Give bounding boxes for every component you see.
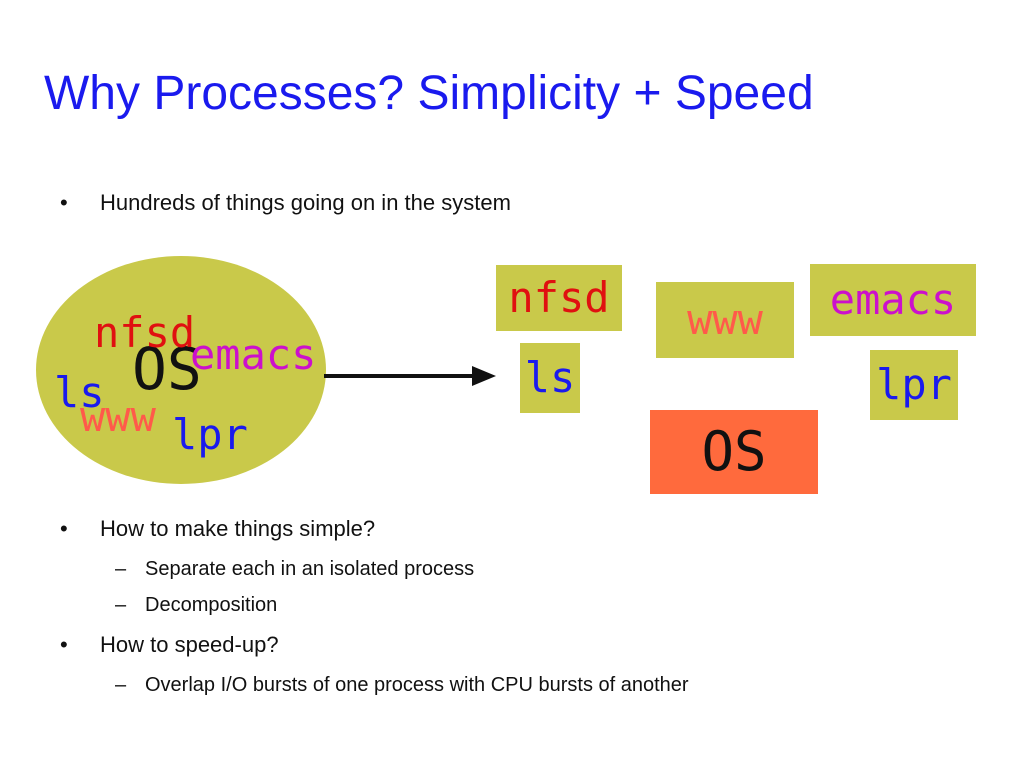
blob-os-label: OS xyxy=(132,335,202,403)
bullet-3-text: How to speed-up? xyxy=(100,632,279,657)
blob-ls-label: ls xyxy=(54,368,105,417)
blob-nfsd-label: nfsd xyxy=(94,308,196,357)
sub-bullet-3-1-text: Overlap I/O bursts of one process with C… xyxy=(145,674,689,696)
os-box: OS xyxy=(650,410,818,494)
bullet-marker: • xyxy=(60,632,68,657)
sub-bullet-2-2-text: Decomposition xyxy=(145,594,278,616)
blob-lpr-label: lpr xyxy=(172,410,248,459)
sub-bullet-marker: – xyxy=(115,594,127,616)
emacs-box: emacs xyxy=(810,264,976,336)
bullet-marker: • xyxy=(60,516,68,541)
blob-www-label: www xyxy=(80,392,156,441)
sub-bullet-marker: – xyxy=(115,558,127,580)
sub-bullet-marker: – xyxy=(115,674,127,696)
right-arrow-icon xyxy=(324,366,496,386)
os-blob xyxy=(36,256,326,484)
nfsd-box: nfsd xyxy=(496,265,622,331)
blob-emacs-label: emacs xyxy=(190,330,317,379)
bullet-2-text: How to make things simple? xyxy=(100,516,376,541)
bullet-1-text: Hundreds of things going on in the syste… xyxy=(100,190,511,215)
www-box: www xyxy=(656,282,794,358)
slide-title: Why Processes? Simplicity + Speed xyxy=(44,67,814,120)
bullet-marker: • xyxy=(60,190,68,215)
sub-bullet-2-1-text: Separate each in an isolated process xyxy=(145,558,475,580)
ls-box: ls xyxy=(520,343,580,413)
lpr-box: lpr xyxy=(870,350,958,420)
